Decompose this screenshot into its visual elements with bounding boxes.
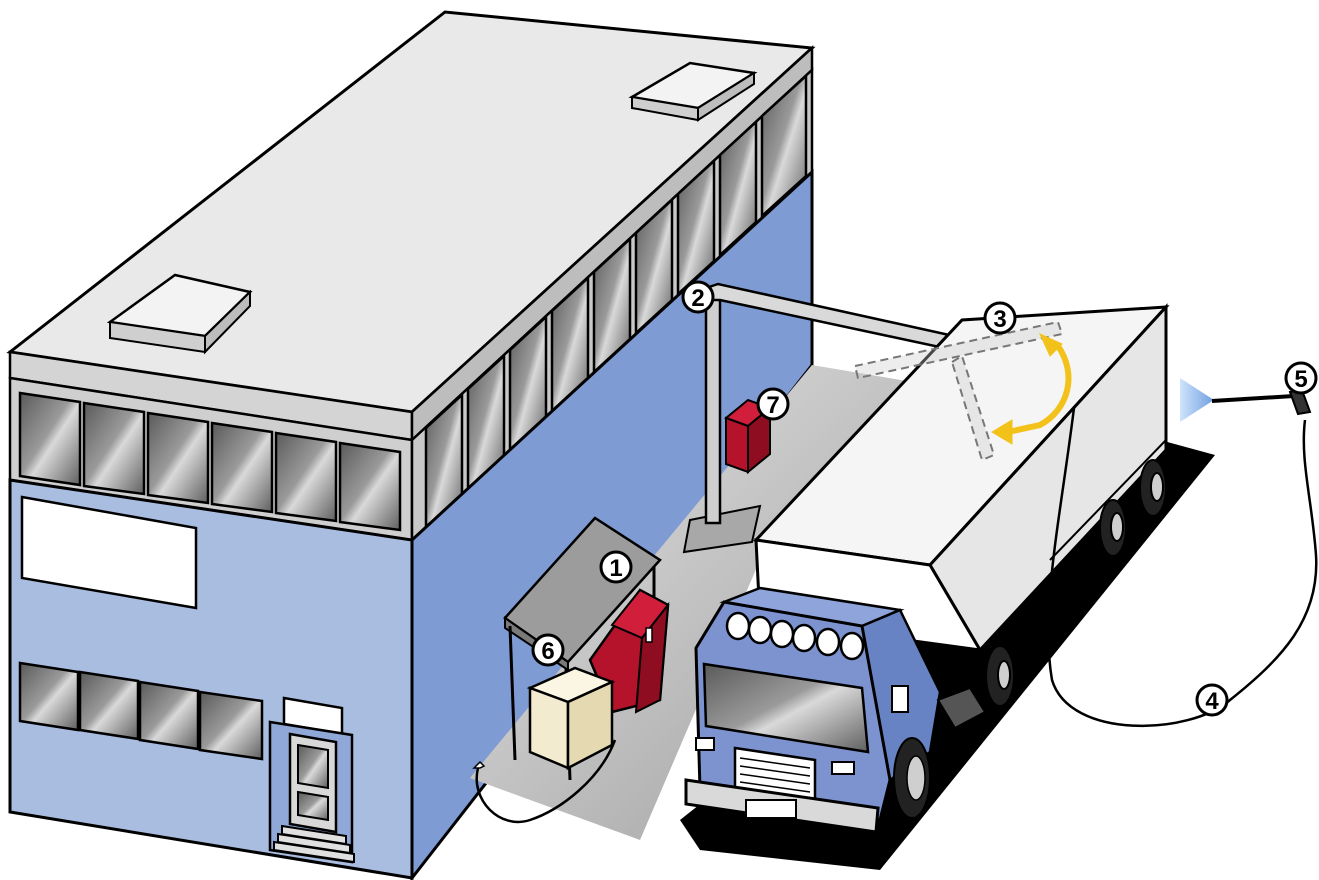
callout-5-label: 5 <box>1294 366 1307 393</box>
callout-1: 1 <box>601 552 631 582</box>
spray-jet-icon <box>1180 378 1214 422</box>
callout-7-label: 7 <box>766 392 779 419</box>
building <box>10 12 812 878</box>
callout-1-label: 1 <box>609 555 622 582</box>
callout-6-label: 6 <box>541 638 554 665</box>
callout-4: 4 <box>1197 685 1227 715</box>
callout-5: 5 <box>1286 363 1316 393</box>
callout-4-label: 4 <box>1205 688 1219 715</box>
callout-2: 2 <box>683 282 713 312</box>
callout-3: 3 <box>985 303 1015 333</box>
callout-3-label: 3 <box>993 306 1006 333</box>
boom-post <box>706 295 720 523</box>
callout-2-label: 2 <box>691 285 704 312</box>
callout-6: 6 <box>533 635 563 665</box>
callout-7: 7 <box>758 389 788 419</box>
